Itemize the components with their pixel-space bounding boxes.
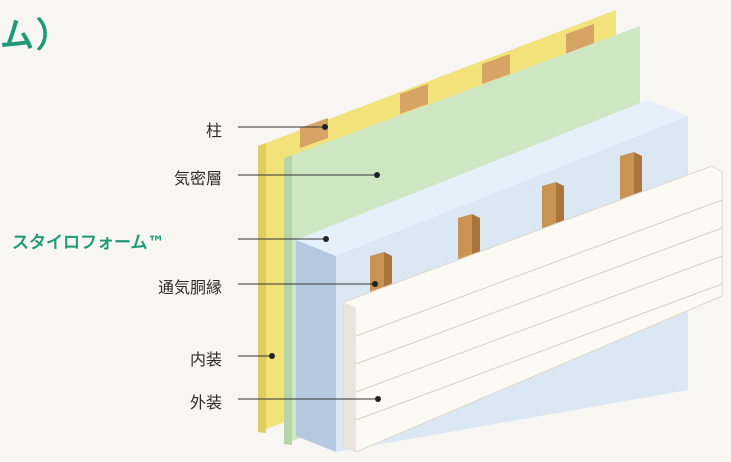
exterior-panel bbox=[343, 165, 723, 453]
label-furring: 通気胴縁 bbox=[158, 278, 223, 297]
label-airtight-layer: 気密層 bbox=[174, 169, 223, 188]
title-fragment: ム） bbox=[0, 16, 72, 56]
leader-lines bbox=[238, 124, 381, 402]
label-pillar: 柱 bbox=[206, 121, 223, 140]
label-styrofoam: スタイロフォーム™ bbox=[12, 233, 165, 253]
label-interior: 内装 bbox=[190, 350, 223, 369]
label-exterior: 外装 bbox=[190, 393, 223, 412]
